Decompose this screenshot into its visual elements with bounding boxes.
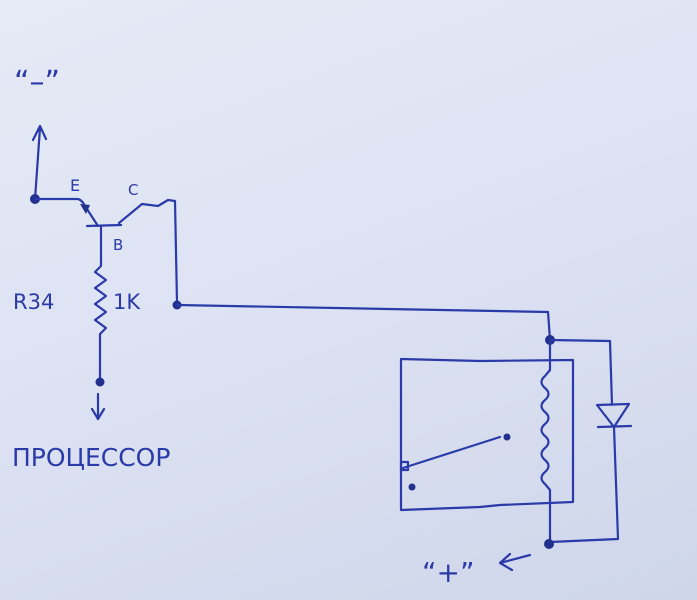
down-arrow-icon: [90, 392, 106, 421]
relay-box: [399, 357, 575, 512]
left-arrow-icon: [498, 552, 532, 572]
relay-coil: [540, 338, 552, 545]
resistor-value-label: 1K: [113, 290, 141, 314]
switch-contact-open: [408, 483, 416, 491]
plus-terminal-label: “+”: [422, 556, 474, 589]
collector-label: C: [128, 181, 138, 199]
base-bar: [85, 223, 123, 228]
processor-node: [95, 377, 105, 387]
switch-contact: [503, 433, 511, 441]
relay-switch-arm: [401, 435, 502, 470]
resistor-r34: [93, 225, 108, 383]
resistor-name-label: R34: [13, 290, 54, 314]
up-arrow-icon: [31, 124, 48, 201]
relay-bottom-node: [544, 539, 554, 549]
emitter-lead: [33, 197, 100, 228]
emitter-arrow-icon: [80, 204, 90, 214]
minus-terminal-label: “–”: [14, 65, 60, 100]
base-label: B: [113, 236, 123, 254]
flyback-diode: [548, 338, 633, 544]
collector-lead: [117, 198, 179, 305]
switch-pivot: [399, 460, 410, 472]
processor-label: ПРОЦЕССОР: [12, 443, 170, 472]
emitter-label: E: [70, 176, 80, 195]
relay-wire: [175, 303, 552, 342]
